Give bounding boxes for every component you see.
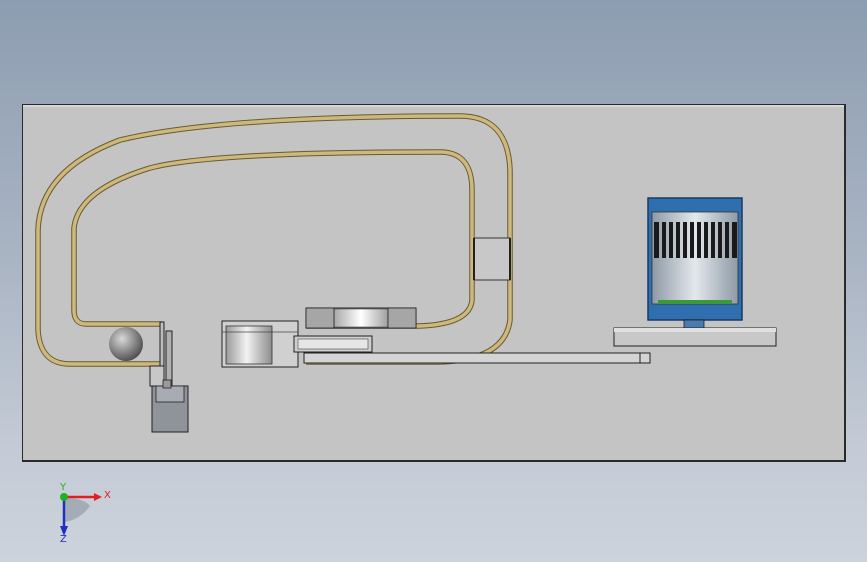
- motor-assembly[interactable]: [613, 197, 777, 347]
- ball[interactable]: [109, 327, 143, 361]
- z-axis-label: Z: [60, 534, 67, 545]
- z-axis-arrow-icon: [60, 526, 68, 536]
- x-axis-arrow-icon: [94, 493, 102, 501]
- y-axis-label: Y: [59, 482, 67, 493]
- reference-triad[interactable]: X Y Z: [59, 482, 111, 545]
- motor-cooling-fins: [654, 222, 737, 258]
- gate-mechanism[interactable]: [149, 321, 189, 433]
- roller-block[interactable]: [305, 307, 417, 329]
- track-bracket[interactable]: [473, 237, 511, 281]
- y-axis-dot-icon: [60, 493, 68, 501]
- slide-rail[interactable]: [303, 352, 651, 364]
- guide-track[interactable]: [35, 113, 513, 367]
- x-axis-label: X: [104, 490, 111, 501]
- pusher-cylinder[interactable]: [221, 320, 373, 368]
